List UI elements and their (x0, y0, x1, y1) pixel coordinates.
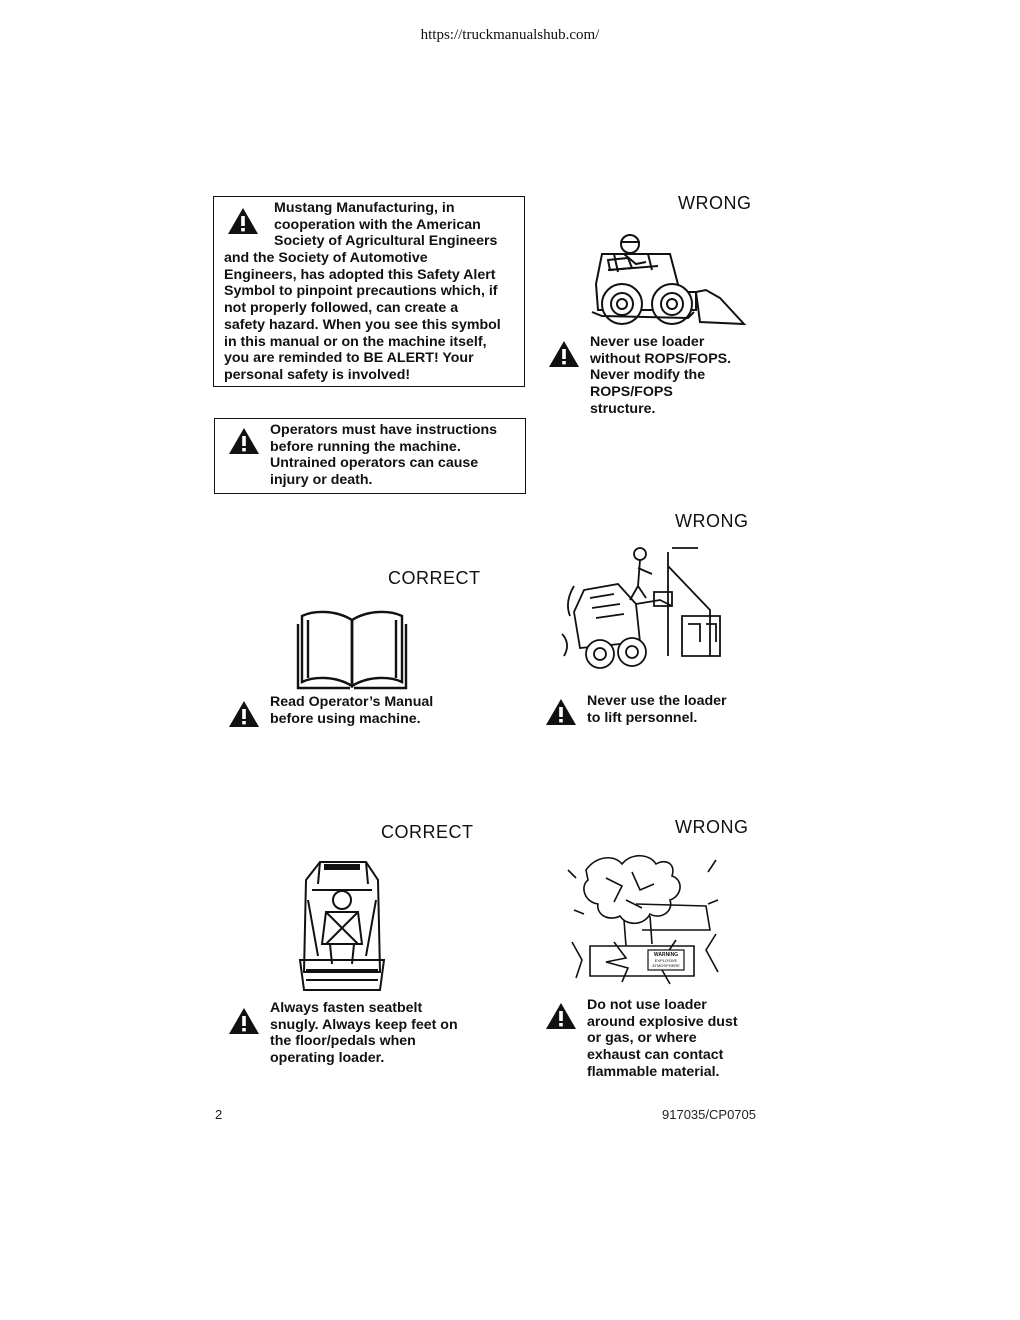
intro-line: Mustang Manufacturing, in (274, 200, 455, 216)
instructions-line: injury or death. (270, 472, 373, 489)
loader-without-rops-illustration (588, 232, 748, 330)
instructions-line: Operators must have instructions (270, 422, 498, 438)
personnel-caption-line: Never use the loader (587, 693, 727, 709)
rops-caption-line: structure. (590, 400, 656, 417)
intro-line: Engineers, has adopted this Safety Alert (224, 266, 496, 283)
intro-line: cooperation with the American (274, 216, 481, 233)
intro-line: and the Society of Automotive (224, 250, 428, 266)
safety-alert-icon (227, 207, 259, 235)
correct-label: CORRECT (388, 568, 481, 588)
wrong-label: WRONG (675, 817, 749, 837)
warning-sign-line: EXPLOSIVE (655, 958, 678, 963)
explosive-caption-line: or gas, or where (587, 1030, 697, 1047)
rops-caption-line: Never use loader (590, 334, 705, 350)
seatbelt-caption-line: snugly. Always keep feet on (270, 1016, 458, 1033)
instructions-line: before running the machine. (270, 438, 461, 455)
intro-line: Symbol to pinpoint precautions which, if (224, 283, 498, 300)
instructions-line: Untrained operators can cause (270, 455, 479, 472)
rops-caption-line: ROPS/FOPS (590, 384, 673, 401)
intro-line: in this manual or on the machine itself, (224, 333, 487, 350)
warning-sign-line: WARNING (654, 952, 678, 958)
page-number: 2 (215, 1107, 223, 1122)
operator-instructions-box: Operators must have instructions before … (214, 418, 526, 494)
safety-alert-icon (548, 340, 580, 368)
safety-alert-icon (545, 698, 577, 726)
seatbelt-operator-illustration (296, 860, 388, 992)
explosive-caption-line: around explosive dust (587, 1013, 738, 1030)
wrong-label: WRONG (675, 511, 749, 531)
seatbelt-caption-line: the floor/pedals when (270, 1033, 416, 1050)
explosive-caption-line: exhaust can contact (587, 1047, 724, 1064)
document-code: 917035/CP0705 (662, 1107, 756, 1122)
explosion-hazard-illustration: WARNING EXPLOSIVE ATMOSPHERE (566, 850, 726, 990)
personnel-caption-line: to lift personnel. (587, 709, 698, 726)
intro-line: safety hazard. When you see this symbol (224, 316, 501, 333)
loader-lifting-personnel-illustration (560, 546, 724, 676)
intro-line: Society of Agricultural Engineers (274, 233, 498, 250)
manual-caption-line: Read Operator’s Manual (270, 694, 434, 710)
safety-alert-intro-box: Mustang Manufacturing, in cooperation wi… (213, 196, 525, 387)
safety-alert-icon (228, 1007, 260, 1035)
seatbelt-caption-line: operating loader. (270, 1050, 385, 1067)
safety-alert-icon (228, 700, 260, 728)
warning-sign-line: ATMOSPHERE (652, 963, 680, 968)
explosive-caption-line: Do not use loader (587, 997, 707, 1013)
wrong-label: WRONG (678, 193, 752, 213)
seatbelt-caption-line: Always fasten seatbelt (270, 1000, 423, 1016)
source-url[interactable]: https://truckmanualshub.com/ (420, 27, 600, 43)
intro-line: you are reminded to BE ALERT! Your (224, 350, 474, 367)
rops-caption-line: without ROPS/FOPS. (590, 350, 732, 367)
manual-caption-line: before using machine. (270, 710, 421, 727)
intro-line: not properly followed, can create a (224, 300, 459, 317)
correct-label: CORRECT (381, 822, 474, 842)
safety-alert-icon (545, 1002, 577, 1030)
rops-caption-line: Never modify the (590, 367, 706, 384)
explosive-caption-line: flammable material. (587, 1063, 720, 1080)
operators-manual-book-illustration (296, 606, 408, 690)
safety-alert-icon (228, 427, 260, 455)
intro-line: personal safety is involved! (224, 366, 411, 383)
